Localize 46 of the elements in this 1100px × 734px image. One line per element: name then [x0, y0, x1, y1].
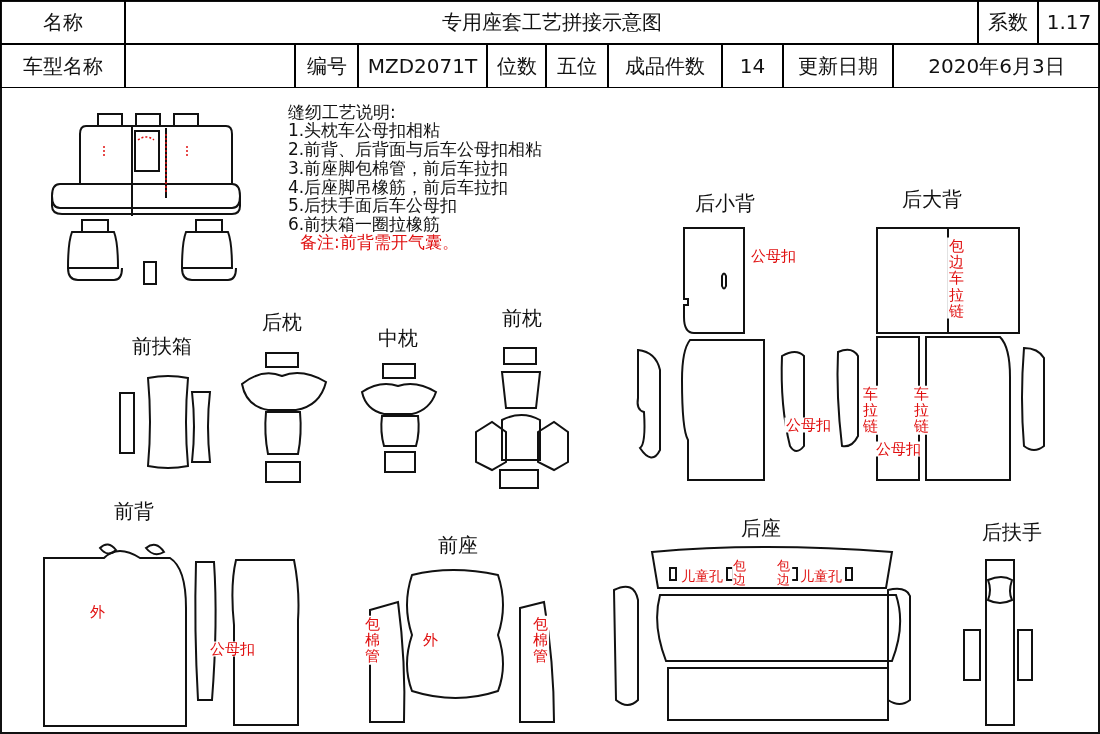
instruction-text: 2.前背、后背面与后车公母扣相粘 [288, 141, 543, 158]
sewing-note: 包边 [776, 558, 792, 588]
sewing-note: 公母扣 [784, 417, 832, 433]
remark-text: 备注:前背需开气囊。 [300, 234, 459, 251]
sewing-note: 儿童孔 [799, 569, 843, 583]
table-cell: 成品件数 [608, 44, 722, 88]
piece-group-heading: 后扶手 [982, 522, 1042, 542]
sewing-note: 包棉管 [363, 615, 381, 665]
table-cell: 1.17 [1038, 0, 1100, 44]
sewing-note: 儿童孔 [680, 569, 724, 583]
sewing-note: 公母扣 [208, 641, 256, 657]
piece-group-heading: 前座 [438, 535, 478, 555]
table-cell: 14 [722, 44, 783, 88]
sewing-note: 包棉管 [531, 615, 549, 665]
sewing-note: 包边车拉链 [947, 237, 965, 319]
piece-group-heading: 后枕 [262, 312, 302, 332]
table-cell: 系数 [978, 0, 1038, 44]
sewing-note: 外 [421, 632, 439, 648]
piece-group-heading: 后座 [741, 518, 781, 538]
table-cell: 编号 [295, 44, 358, 88]
instruction-text: 6.前扶箱一圈拉橡筋 [288, 216, 441, 233]
piece-group-heading: 后大背 [902, 189, 962, 209]
instruction-text: 4.后座脚吊橡筋，前后车拉扣 [288, 179, 509, 196]
instruction-text: 1.头枕车公母扣相粘 [288, 122, 441, 139]
table-cell: 位数 [487, 44, 546, 88]
sewing-note: 包边 [732, 558, 748, 588]
piece-group-heading: 后小背 [695, 193, 755, 213]
table-cell: 五位 [546, 44, 608, 88]
table-cell: 更新日期 [783, 44, 893, 88]
title-cell: 专用座套工艺拼接示意图 [125, 0, 978, 44]
table-cell: MZD2071T [358, 44, 487, 88]
sewing-note: 车拉链 [861, 385, 879, 435]
sewing-note: 车拉链 [912, 385, 930, 435]
instruction-text: 缝纫工艺说明: [288, 104, 396, 121]
table-cell: 2020年6月3日 [893, 44, 1100, 88]
table-cell: 车型名称 [0, 44, 125, 88]
table-cell: 名称 [0, 0, 125, 44]
piece-group-heading: 前枕 [502, 308, 542, 328]
sewing-note: 公母扣 [749, 248, 797, 264]
piece-group-heading: 前背 [114, 501, 154, 521]
sewing-note: 公母扣 [874, 441, 922, 457]
piece-group-heading: 前扶箱 [132, 336, 192, 356]
piece-group-heading: 中枕 [378, 328, 418, 348]
instruction-text: 3.前座脚包棉管，前后车拉扣 [288, 160, 509, 177]
sewing-note: 外 [88, 604, 106, 620]
instruction-text: 5.后扶手面后车公母扣 [288, 197, 458, 214]
